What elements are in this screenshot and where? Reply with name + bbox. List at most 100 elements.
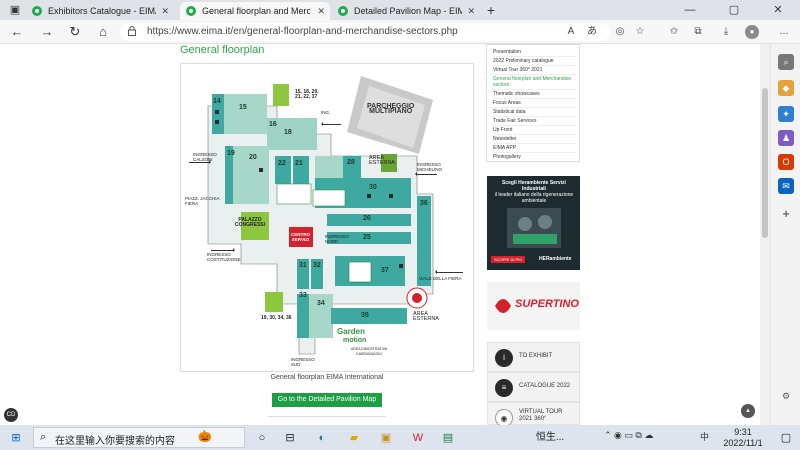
- menu-item-presentation[interactable]: Presentation: [493, 49, 577, 57]
- windows-start-icon[interactable]: ⊞: [11, 432, 21, 444]
- pavilion-31[interactable]: 31: [299, 262, 307, 269]
- more-menu-icon[interactable]: …: [779, 26, 789, 37]
- detailed-pavilion-map-button[interactable]: Go to the Detailed Pavilion Map 2022: [272, 393, 382, 417]
- pavilion-22[interactable]: 22: [278, 160, 286, 167]
- read-aloud-icon[interactable]: A: [567, 26, 575, 37]
- pavilion-16[interactable]: 16: [269, 121, 277, 128]
- tab-actions-icon[interactable]: ▣: [9, 4, 21, 16]
- app-icon[interactable]: ▣: [380, 432, 392, 444]
- sidebar-settings-icon[interactable]: ⚙: [781, 391, 791, 401]
- add-sidebar-icon[interactable]: +: [782, 206, 790, 221]
- pavilion-35[interactable]: 35: [361, 312, 369, 319]
- pavilion-30[interactable]: 30: [369, 184, 377, 191]
- menu-item-eima-app[interactable]: EIMA APP: [493, 145, 577, 153]
- edge-browser-icon[interactable]: ◐: [318, 432, 326, 444]
- translate-icon[interactable]: あ: [587, 26, 597, 37]
- cookie-settings-icon[interactable]: CD: [4, 408, 18, 422]
- general-floorplan-map[interactable]: 14 15 16 18 19 20 21 22 26 28 30 31 32 3…: [180, 63, 474, 372]
- catalogue-link[interactable]: ≡ CATALOGUE 2022: [487, 372, 580, 402]
- outlook-icon[interactable]: ✉: [778, 178, 794, 194]
- collections-icon[interactable]: ⧉: [694, 26, 702, 37]
- pavilion-28[interactable]: 28: [347, 159, 355, 166]
- pavilion-37[interactable]: 37: [381, 267, 389, 274]
- web-page: General floorplan: [0, 44, 760, 425]
- scrollbar-thumb[interactable]: [762, 88, 768, 238]
- menu-item-newsletter[interactable]: Newsletter: [493, 136, 577, 144]
- menu-item-up-front[interactable]: Up Front: [493, 127, 577, 135]
- menu-item-focus-areas[interactable]: Focus Areas: [493, 100, 577, 108]
- scroll-top-icon[interactable]: ▲: [741, 404, 755, 418]
- menu-item-trade-fair-services[interactable]: Trade Fair Services: [493, 118, 577, 126]
- area-esterna-label-2: AREA ESTERNA: [413, 311, 439, 322]
- home-icon[interactable]: ⌂: [99, 24, 107, 39]
- refresh-icon[interactable]: ↻: [69, 24, 81, 39]
- eima-favicon-icon: [186, 6, 196, 16]
- close-tab-icon[interactable]: ✕: [467, 6, 475, 16]
- ad-cta-button[interactable]: SCOPRI DI PIÙ: [491, 256, 526, 263]
- pavilion-26[interactable]: 26: [363, 215, 371, 222]
- maximize-button[interactable]: ▢: [728, 4, 740, 16]
- image-viewer-icon[interactable]: ▤: [442, 432, 454, 444]
- menu-item-photogallery[interactable]: Photogallery: [493, 154, 521, 160]
- office-icon[interactable]: O: [778, 154, 794, 170]
- pavilion-21[interactable]: 21: [295, 160, 303, 167]
- shopping-icon[interactable]: ◆: [778, 80, 794, 96]
- system-tray-icons[interactable]: ⌃ ◉ ▭ ⧉ ☁: [604, 430, 654, 440]
- pavilion-36[interactable]: 36: [420, 200, 428, 207]
- to-exhibit-link[interactable]: i TO EXHIBIT: [487, 342, 580, 372]
- close-tab-icon[interactable]: ✕: [317, 6, 325, 16]
- notification-icon[interactable]: ▢: [780, 432, 792, 444]
- virtual-tour-link[interactable]: ◉ VIRTUAL TOUR 2021 360°: [487, 402, 580, 425]
- tab-general-floorplan[interactable]: General floorplan and Merchandise ✕: [180, 2, 330, 20]
- close-window-button[interactable]: ✕: [773, 4, 783, 16]
- pavilion-18[interactable]: 18: [284, 129, 292, 136]
- pavilion-34[interactable]: 34: [317, 300, 325, 307]
- herambiente-ad[interactable]: Scegli Herambiente Servizi Industriali i…: [487, 176, 580, 270]
- info-icon: i: [495, 349, 513, 367]
- close-tab-icon[interactable]: ✕: [161, 6, 169, 16]
- area-esterna-label: AREA ESTERNA: [369, 155, 395, 166]
- address-bar[interactable]: https://www.eima.it/en/general-floorplan…: [120, 23, 610, 41]
- supertino-ad[interactable]: SUPERTINO: [487, 282, 580, 330]
- new-tab-button[interactable]: +: [486, 2, 496, 18]
- tracking-icon[interactable]: ◎: [615, 26, 625, 37]
- pavilion-15[interactable]: 15: [239, 104, 247, 111]
- pavilion-19[interactable]: 19: [227, 150, 235, 157]
- entry-arrow: [435, 270, 463, 274]
- minimize-button[interactable]: —: [684, 4, 696, 16]
- windows-taskbar: ⊞ ⌕ 在这里输入你要搜索的内容 🎃 ○ ⊟ ◐ ▰ ▣ W ▤ 恒生... ⌃…: [0, 425, 800, 450]
- profile-avatar[interactable]: ●: [745, 25, 759, 39]
- back-icon[interactable]: ←: [10, 24, 24, 39]
- menu-item-general-floorplan[interactable]: General floorplan and Merchandise sector…: [493, 76, 577, 90]
- entry-michelino-label: INGRESSO MICHELINO: [417, 162, 443, 172]
- pavilion-20[interactable]: 20: [249, 154, 257, 161]
- tools-icon[interactable]: ✦: [778, 106, 794, 122]
- menu-item-preliminary-catalogue[interactable]: 2022 Preliminary catalogue: [493, 58, 577, 66]
- widgets-icon[interactable]: ⊟: [285, 432, 295, 444]
- entry-calzoni-label: INGRESSO CALZONI: [193, 152, 217, 162]
- pavilion-14[interactable]: 14: [213, 98, 221, 105]
- games-icon[interactable]: ♟: [778, 130, 794, 146]
- favorites-icon[interactable]: ✩: [669, 26, 679, 37]
- downloads-icon[interactable]: ⤓: [723, 26, 729, 37]
- search-sidebar-icon[interactable]: ⌕: [778, 54, 794, 70]
- taskbar-clock[interactable]: 9:31 2022/11/1: [718, 427, 768, 449]
- entry-ing-label: ING.: [321, 110, 331, 115]
- forward-icon[interactable]: →: [40, 24, 54, 39]
- taskbar-search-input[interactable]: ⌕ 在这里输入你要搜索的内容 🎃: [33, 427, 245, 448]
- taskbar-app-hengsheng[interactable]: 恒生...: [535, 432, 565, 443]
- tab-detailed-pavilion-map[interactable]: Detailed Pavilion Map - EIMA Inte ✕: [332, 2, 480, 20]
- wps-icon[interactable]: W: [412, 432, 424, 444]
- menu-item-statistical-data[interactable]: Statistical data: [493, 109, 577, 117]
- file-explorer-icon[interactable]: ▰: [349, 432, 359, 444]
- favorite-star-icon[interactable]: ☆: [635, 26, 645, 37]
- ime-indicator[interactable]: 中: [700, 432, 710, 442]
- menu-item-virtual-tour[interactable]: Virtual Tour 360° 2021: [493, 67, 577, 75]
- url-text: https://www.eima.it/en/general-floorplan…: [147, 26, 458, 37]
- menu-item-thematic-showcases[interactable]: Thematic showcases: [493, 91, 577, 99]
- pavilion-32[interactable]: 32: [313, 262, 321, 269]
- pavilion-33[interactable]: 33: [299, 292, 307, 299]
- task-view-icon[interactable]: ○: [258, 432, 266, 444]
- pavilion-25[interactable]: 25: [363, 234, 371, 241]
- tab-exhibitors-catalogue[interactable]: Exhibitors Catalogue - EIMA Inte ✕: [26, 2, 174, 20]
